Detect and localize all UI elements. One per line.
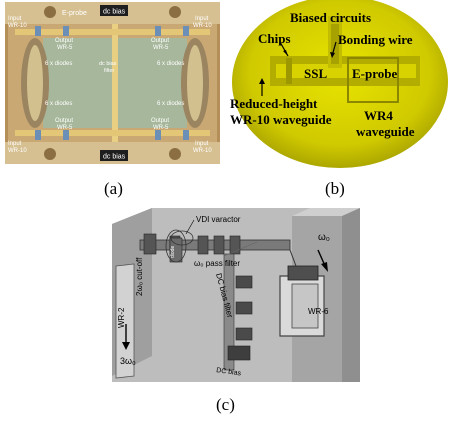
bonding-wire-label: Bonding wire <box>338 32 413 47</box>
panel-b: Biased circuits Chips Bonding wire SSL E… <box>228 0 454 172</box>
eprobe-b-label: E-probe <box>352 66 397 81</box>
wr4-outline <box>347 57 399 103</box>
diodes-br: 6 x diodes <box>157 101 184 107</box>
right-channel <box>117 38 187 128</box>
wr2-channel <box>115 263 135 379</box>
caption-b: (b) <box>325 179 345 198</box>
dc-bias-bottom-label: dc bias <box>103 154 126 161</box>
input-tr-2: WR-10 <box>193 23 212 29</box>
dc-bias-label: DC bias <box>216 367 242 377</box>
diodes-tr: 6 x diodes <box>157 61 184 67</box>
output-bot-l2: WR-5 <box>57 125 73 131</box>
omega0-label: ω₀ <box>318 232 330 243</box>
top-line <box>15 29 210 35</box>
left-cavity-inner <box>27 45 43 121</box>
panel-a: E-probe dc bias dc bias Input WR-10 Inpu… <box>5 2 220 164</box>
waveguide-label: waveguide <box>356 124 415 139</box>
input-bl-1: Input <box>8 141 22 147</box>
caption-c: (c) <box>216 395 235 414</box>
input-tl-2: WR-10 <box>8 23 27 29</box>
right-cavity-inner <box>187 45 203 121</box>
chip <box>286 58 292 84</box>
eprobe-label: E-probe <box>62 10 87 17</box>
three-omega-label: 3ω₀ <box>120 356 136 366</box>
omega-filter-label: ω₀ pass filter <box>194 259 240 268</box>
panel-c-cad: VDI varactor ω₀ pass filter ω₀ 2ω₀ cut-o… <box>112 208 360 382</box>
wr10-waveguide-label: WR-10 waveguide <box>230 112 332 127</box>
reduced-height-label: Reduced-height <box>230 96 318 111</box>
output-bot-l: Output <box>55 118 73 124</box>
bias-filter-2: filter <box>104 68 115 74</box>
input-bl-2: WR-10 <box>8 148 27 154</box>
dc-bias-top-label: dc bias <box>103 9 126 16</box>
output-top-r2: WR-5 <box>153 45 169 51</box>
vdi-circle <box>170 230 194 246</box>
input-br-1: Input <box>195 141 209 147</box>
wr4-label: WR4 <box>364 108 393 123</box>
diodes-bl: 6 x diodes <box>45 101 72 107</box>
caption-a: (a) <box>104 179 123 198</box>
cutoff-label: 2ω₀ cut-off <box>135 257 144 296</box>
input-br-2: WR-10 <box>193 148 212 154</box>
output-top-l2: WR-5 <box>57 45 73 51</box>
dc-bias-bottom-box <box>100 150 128 161</box>
output-top-l: Output <box>55 38 73 44</box>
panel-b-photo: Biased circuits Chips Bonding wire SSL E… <box>230 0 448 168</box>
ssl-strip <box>276 64 416 78</box>
bottom-line <box>15 130 210 136</box>
output-bot-r: Output <box>151 118 169 124</box>
vdi-varactor-label: VDI varactor <box>196 215 241 224</box>
wr2-label: WR-2 <box>117 307 126 328</box>
left-channel <box>43 38 113 128</box>
wr6-probe <box>287 265 319 281</box>
panel-a-photo: E-probe dc bias dc bias Input WR-10 Inpu… <box>5 2 220 164</box>
diode-cell-label: diode <box>170 246 176 258</box>
output-top-r: Output <box>151 38 169 44</box>
chips-label: Chips <box>258 31 291 46</box>
dc-bias-top-box <box>100 5 128 16</box>
panel-c: VDI varactor ω₀ pass filter ω₀ 2ω₀ cut-o… <box>112 206 360 382</box>
bias-filter-line <box>112 24 118 142</box>
biased-circuits-label: Biased circuits <box>290 10 371 25</box>
diodes-tl: 6 x diodes <box>45 61 72 67</box>
ssl-label: SSL <box>304 66 327 81</box>
bias-filter-1: dc bias <box>99 61 117 67</box>
output-bot-r2: WR-5 <box>153 125 169 131</box>
wr6-label: WR-6 <box>308 307 329 316</box>
input-tl-1: Input <box>8 16 22 22</box>
input-tr-1: Input <box>195 16 209 22</box>
